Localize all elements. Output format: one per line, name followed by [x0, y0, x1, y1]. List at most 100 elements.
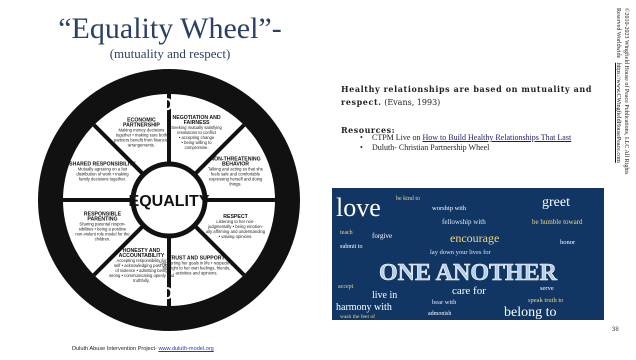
copyright-notice: ©2010-2023 Wingfield House of Peace Publ…: [604, 8, 630, 308]
segment-text: compromise.: [185, 145, 209, 150]
segment-text: Talking and acting so that she: [208, 166, 264, 171]
word: lay down your lives for: [430, 249, 491, 256]
segment-text: children.: [95, 237, 111, 242]
word-harmony-with: harmony with: [336, 302, 392, 313]
segment-text: Sharing parental respon-: [79, 222, 126, 227]
segment-text: of violence • admitting being: [115, 268, 168, 273]
segment-title: RESPECT: [223, 214, 248, 220]
segment-title: NEGOTIATION AND: [172, 115, 220, 121]
segment-title: NON-THREATENING: [210, 156, 260, 162]
word-love: love: [336, 193, 381, 222]
segment-title: FAIRNESS: [184, 120, 210, 126]
segment-title: PARENTING: [87, 217, 117, 223]
word-live-in: live in: [372, 290, 397, 301]
segment-text: feels safe and comfortable: [211, 171, 261, 176]
word: speak truth to: [528, 297, 563, 304]
segment-title: SHARED RESPONSIBILITY: [69, 161, 136, 167]
hub-label: EQUALITY: [129, 193, 210, 210]
resource-item: CTPM Live on How to Build Healthy Relati…: [360, 133, 606, 143]
copyright-link[interactable]: https://www.CWingfieldHousePeace.com: [614, 62, 621, 163]
word: be humble toward: [532, 218, 583, 226]
statement-bold: Healthy relationships are based on mutua…: [341, 84, 593, 107]
resources-heading: Resources:: [341, 125, 396, 135]
segment-text: • accepting change: [179, 135, 215, 140]
word-encourage: encourage: [450, 231, 499, 245]
segment-title: BEHAVIOR: [222, 161, 249, 167]
footer-text: Duluth Abuse Intervention Project-: [72, 346, 159, 352]
word-care-for: care for: [452, 285, 486, 297]
word: admonish: [428, 311, 451, 317]
word: honor: [560, 239, 576, 246]
segment-text: Making money decisions: [119, 127, 165, 132]
word: bear with: [432, 299, 457, 306]
one-another-word-cloud: love be kind to worship with fellowship …: [332, 188, 604, 320]
segment-text: • valuing opinions.: [219, 234, 253, 239]
segment-text: Supporting her goals in life • respectin…: [160, 261, 233, 266]
copyright-line2: Reserved Worldwide: [614, 8, 621, 59]
word: fellowship with: [442, 218, 486, 226]
slide-subtitle: (mutuality and respect): [109, 46, 231, 61]
copyright-line1: ©2010-2023 Wingfield House of Peace Publ…: [623, 8, 629, 175]
equality-wheel: EQUALITY NONVIOLENCE NONVIOLENCE NEGOTIA…: [38, 69, 300, 331]
segment-text: resolutions to conflict: [177, 130, 217, 135]
word: be kind to: [396, 196, 420, 202]
word-one-another: ONE ANOTHER: [379, 260, 558, 286]
word: teach: [340, 230, 353, 236]
segment-title: TRUST AND SUPPORT: [168, 256, 225, 262]
segment-title: HONESTY AND: [123, 248, 161, 254]
segment-text: Listening to her non-: [216, 219, 255, 224]
word: forgive: [372, 232, 392, 240]
segment-text: Accepting responsibility for: [117, 258, 167, 263]
word: submit to: [340, 244, 363, 250]
word: accept: [338, 284, 354, 290]
segment-text: partners benefit from financial: [114, 137, 169, 142]
segment-title: RESPONSIBLE: [84, 212, 122, 218]
segment-text: Mutually agreeing on a fair: [78, 166, 128, 171]
segment-text: things.: [229, 181, 241, 186]
segment-title: ACCOUNTABILITY: [119, 253, 165, 259]
segment-text: distribution of work • making: [76, 171, 129, 176]
page-number: 38: [612, 327, 619, 333]
word: serve: [540, 285, 554, 292]
footer-link[interactable]: www.duluth-model.org: [158, 346, 214, 352]
resource-prefix: CTPM Live on: [372, 133, 423, 142]
resources-list: CTPM Live on How to Build Healthy Relati…: [360, 133, 606, 153]
word-greet: greet: [542, 195, 570, 210]
resource-link[interactable]: How to Build Healthy Relationships That …: [422, 133, 572, 142]
word-belong-to: belong to: [504, 305, 557, 320]
segment-text: judgmentally • being emotion-: [207, 224, 264, 229]
segment-text: arrangements.: [128, 142, 155, 147]
segment-text: activities and opinions.: [175, 271, 217, 276]
segment-text: ally affirming and understanding: [206, 229, 266, 234]
segment-text: Seeking mutually satisfying: [171, 125, 222, 130]
segment-text: expressing herself and doing: [209, 176, 263, 181]
segment-text: her right to her own feelings, friends,: [163, 266, 231, 271]
resource-item: Duluth- Christian Partnership Wheel: [360, 143, 606, 153]
segment-text: together • making sure both: [116, 132, 168, 137]
segment-text: self • acknowledging past use: [114, 263, 170, 268]
word: wash the feet of: [340, 313, 375, 320]
resource-prefix: Duluth- Christian Partnership Wheel: [372, 143, 490, 152]
segment-title: PARTNERSHIP: [123, 122, 160, 128]
segment-text: sibilities • being a positive: [79, 227, 127, 232]
footer-credit: Duluth Abuse Intervention Project- www.d…: [72, 346, 214, 352]
segment-text: non-violent role model for the: [75, 232, 130, 237]
segment-text: truthfully.: [133, 278, 150, 283]
segment-text: wrong • communicating openly and: [109, 273, 175, 278]
statement-citation: (Evans, 1993): [381, 98, 441, 107]
segment-title: ECONOMIC: [127, 117, 156, 123]
segment-text: family decisions together.: [79, 176, 126, 181]
slide-title: “Equality Wheel”-: [58, 12, 282, 45]
word: worship with: [432, 205, 467, 212]
segment-text: • being willing to: [181, 140, 212, 145]
